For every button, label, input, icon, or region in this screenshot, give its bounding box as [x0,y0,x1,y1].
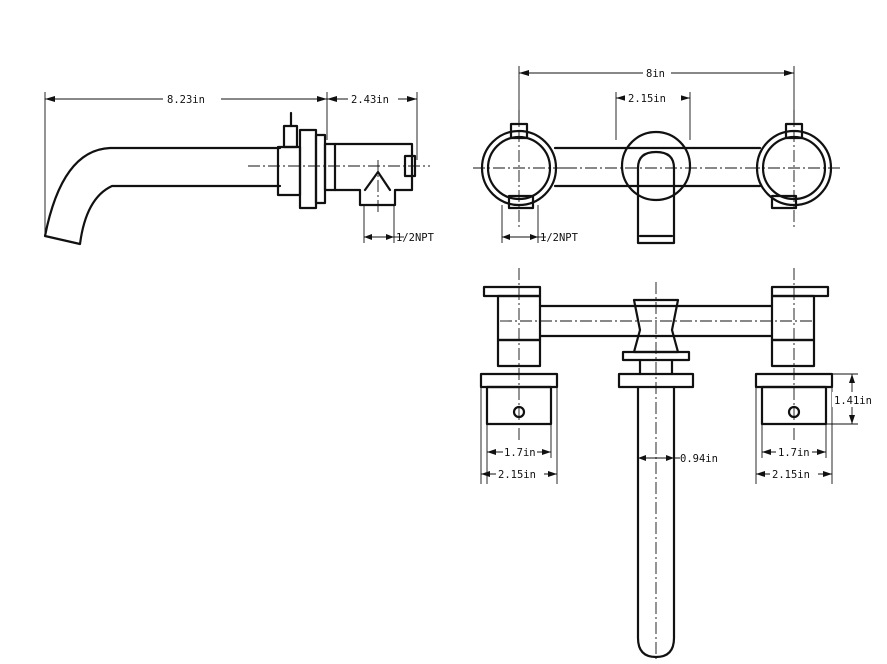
dim-side-body-depth: 2.43in [351,94,389,106]
top-view [479,268,834,662]
dim-top-left-inner: 1.7in [504,447,536,459]
side-stem [276,145,302,197]
side-valve-body [323,142,414,207]
dim-top-right-outer: 2.15in [772,469,810,481]
front-dimensions: 8in 2.15in 1/2NPT [501,65,795,244]
side-spout [43,146,282,246]
top-left-handle [482,285,542,298]
dim-top-right-inner: 1.7in [778,447,810,459]
dim-front-handle-spacing: 8in [646,68,665,80]
dim-side-spout-length: 8.23in [167,94,205,106]
side-wall-plate [298,128,318,210]
dim-top-spout-diameter: 0.94in [680,453,718,465]
side-set-screw [282,124,299,149]
top-right-handle [770,285,830,298]
dim-top-left-outer: 2.15in [498,469,536,481]
dim-side-inlet: 1/2NPT [396,232,435,244]
dim-front-inlet: 1/2NPT [540,232,579,244]
dim-front-spout-width: 2.15in [628,93,666,105]
dim-top-plate-height: 1.41in [834,395,872,407]
front-spout-hub [620,130,692,202]
front-view [473,110,840,245]
side-view [43,111,430,246]
front-spout [636,150,676,245]
top-dimensions: 1.7in 2.15in 1.7in 2.15in 1.41in [480,373,876,484]
side-dimensions: 8.23in 2.43in 1/2NPT [44,91,435,244]
